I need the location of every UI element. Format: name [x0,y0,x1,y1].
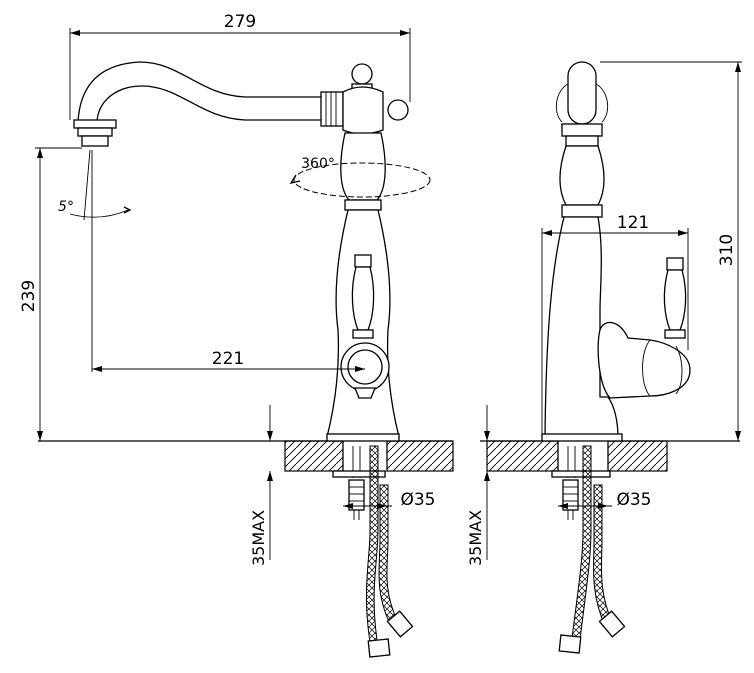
mounting-shank-right [551,446,611,520]
dim-221-label: 221 [212,349,244,369]
angle-label: 5° [58,199,74,215]
mounting-shank-left [332,446,386,520]
supply-hose-right [558,445,626,654]
dimension-35-right: 35MAX Ø35 [466,405,652,566]
rotation-label: 360° [301,156,335,172]
faucet-front-view [541,61,691,442]
dim-dia35-left-label: Ø35 [400,490,435,510]
faucet-side-view [73,61,431,442]
dim-310-label: 310 [717,234,737,266]
countertop-left [38,440,454,472]
dim-121-label: 121 [617,213,649,233]
spout [77,61,324,123]
dim-239-label: 239 [19,280,39,312]
supply-hose-left [365,445,414,658]
dim-dia35-right-label: Ø35 [616,490,651,510]
dimension-239: 239 [19,147,82,441]
dimension-279: 279 [69,12,411,120]
dim-279-label: 279 [224,12,256,32]
dim-35max-left-label: 35MAX [249,510,268,566]
dim-35max-right-label: 35MAX [466,510,485,566]
dimension-35-left: 35MAX Ø35 [249,405,436,566]
spout-angle [69,149,132,221]
countertop-right [480,440,740,472]
dimension-221: 221 [91,220,365,372]
dimension-121: 121 [541,213,689,438]
dimension-310: 310 [600,61,742,441]
